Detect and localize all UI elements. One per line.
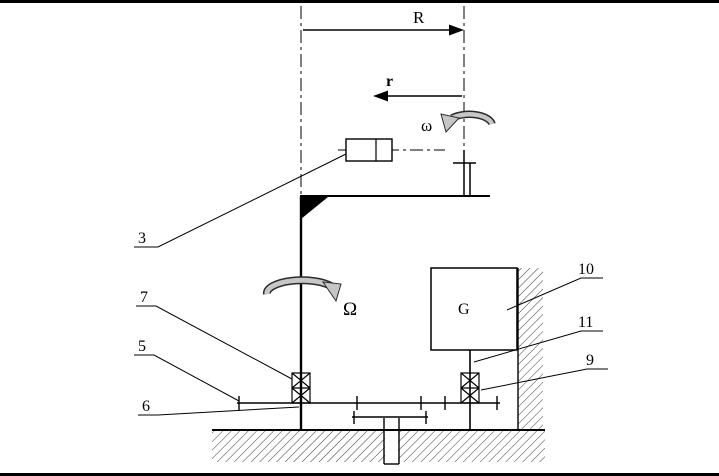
dimension-r-label: r [386, 73, 393, 90]
counterweight-label: G [458, 301, 470, 318]
dimension-R-arrowhead [449, 24, 464, 36]
Omega-ribbon [264, 277, 333, 295]
part-callouts [134, 153, 608, 416]
Omega-label: Ω [343, 299, 357, 320]
rotation-arrow-omega: ω [421, 110, 496, 135]
part-label-5: 5 [138, 338, 146, 355]
omega-label: ω [421, 116, 432, 135]
dimension-R-label: R [413, 8, 425, 27]
dimension-R: R [303, 8, 464, 36]
omega-arrowhead [440, 113, 460, 133]
part-label-6: 6 [142, 398, 150, 415]
part-label-9: 9 [586, 352, 594, 369]
bearing-right [460, 372, 480, 404]
spindle [453, 150, 476, 196]
gusset [301, 197, 328, 219]
rotation-arrow-Omega: Ω [262, 276, 357, 320]
leader-6 [138, 406, 300, 416]
leader-10 [506, 277, 603, 311]
part-label-7: 7 [140, 289, 148, 306]
top-border [0, 0, 719, 3]
part-label-3: 3 [138, 230, 146, 247]
dimension-r-arrowhead [373, 90, 388, 102]
counterweight-box: G [430, 267, 518, 351]
leader-5 [134, 354, 240, 402]
part-label-11: 11 [578, 314, 593, 331]
platform [237, 396, 500, 424]
ground [212, 429, 545, 462]
part-label-10: 10 [578, 261, 594, 278]
bottom-support [383, 418, 400, 465]
leader-7 [136, 305, 293, 380]
counterweight-rect [430, 267, 518, 351]
part-numbers: 3 7 5 6 10 11 9 [138, 230, 594, 415]
carriage-block [345, 138, 393, 162]
bottom-support-mask [385, 431, 398, 464]
leader-9 [480, 368, 608, 391]
Omega-arrowhead [321, 281, 342, 303]
dimension-r: r [373, 73, 462, 102]
wall [517, 268, 543, 430]
omega-ribbon [450, 112, 495, 125]
ground-hatch [212, 431, 545, 462]
leader-11 [473, 330, 603, 363]
bearing-left [291, 372, 311, 404]
wall-hatch [518, 268, 543, 430]
bottom-border [0, 473, 719, 476]
leader-3 [134, 153, 347, 248]
